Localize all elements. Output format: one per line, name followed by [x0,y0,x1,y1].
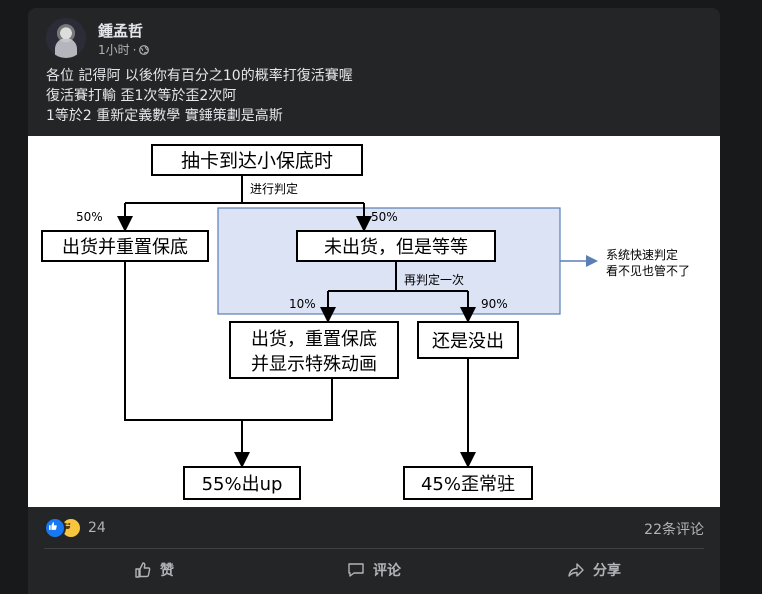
pct-10: 10% [289,297,316,311]
still-no-box [417,321,519,359]
share-icon [568,563,584,577]
like-label: 赞 [160,563,174,579]
result-off-text: 45%歪常驻 [421,474,515,495]
globe-icon [139,44,150,55]
share-label: 分享 [593,563,621,579]
post-text-line: 各位 記得阿 以後你有百分之10的概率打復活賽喔 [46,68,353,84]
still-no-text: 还是没出 [432,331,504,352]
right-pct: 50% [371,210,398,224]
post-card: 鍾孟哲 1小时 · 各位 記得阿 以後你有百分之10的概率打復活賽喔 復活賽打輸… [28,8,720,594]
result-up-box [183,466,301,500]
not-yet-text: 未出货，但是等等 [324,237,468,258]
post-text-line: 復活賽打輸 歪1次等於歪2次阿 [46,88,237,104]
special-text-2: 并显示特殊动画 [251,354,377,375]
like-icon [44,517,66,539]
share-button[interactable]: 分享 [484,552,704,588]
like-button[interactable]: 赞 [44,552,264,588]
comment-count[interactable]: 22条评论 [644,522,704,538]
result-off-box [403,466,533,500]
thumbs-up-icon [135,562,151,578]
post-text: 各位 記得阿 以後你有百分之10的概率打復活賽喔 復活賽打輸 歪1次等於歪2次阿… [46,66,353,126]
comment-icon [348,563,364,577]
post-text-line: 1等於2 重新定義數學 實錘策劃是高斯 [46,108,283,124]
special-box [229,321,399,379]
start-text: 抽卡到达小保底时 [181,150,333,172]
divider [44,548,704,549]
rejudge-label: 再判定一次 [404,272,464,287]
connector [124,261,333,421]
meta-separator: · [132,42,137,57]
post-meta: 1小时 · [98,41,150,58]
reaction-summary[interactable]: 24 [44,517,106,539]
comment-label: 评论 [373,563,401,579]
special-text-1: 出货，重置保底 [251,329,377,350]
author-name[interactable]: 鍾孟哲 [98,22,144,40]
reset-text: 出货并重置保底 [62,237,188,258]
note-line-1: 系统快速判定 [606,247,678,262]
start-box [151,144,363,176]
avatar[interactable] [46,18,86,58]
action-bar: 赞 评论 分享 [44,552,704,588]
highlight-region [217,207,561,315]
left-pct: 50% [76,210,103,224]
note-line-2: 看不见也管不了 [606,263,690,278]
comment-button[interactable]: 评论 [264,552,484,588]
judge-label: 进行判定 [250,181,298,196]
post-header: 鍾孟哲 1小时 · [46,18,686,62]
reaction-count: 24 [88,520,106,536]
result-up-text: 55%出up [202,474,283,495]
post-image[interactable]: 抽卡到达小保底时 进行判定 50% 50% 出货并重置保底 未出货，但是等等 再… [28,136,720,507]
not-yet-box [296,230,496,262]
post-time[interactable]: 1小时 [98,43,130,57]
flowchart: 抽卡到达小保底时 进行判定 50% 50% 出货并重置保底 未出货，但是等等 再… [41,144,690,500]
pct-90: 90% [481,297,508,311]
